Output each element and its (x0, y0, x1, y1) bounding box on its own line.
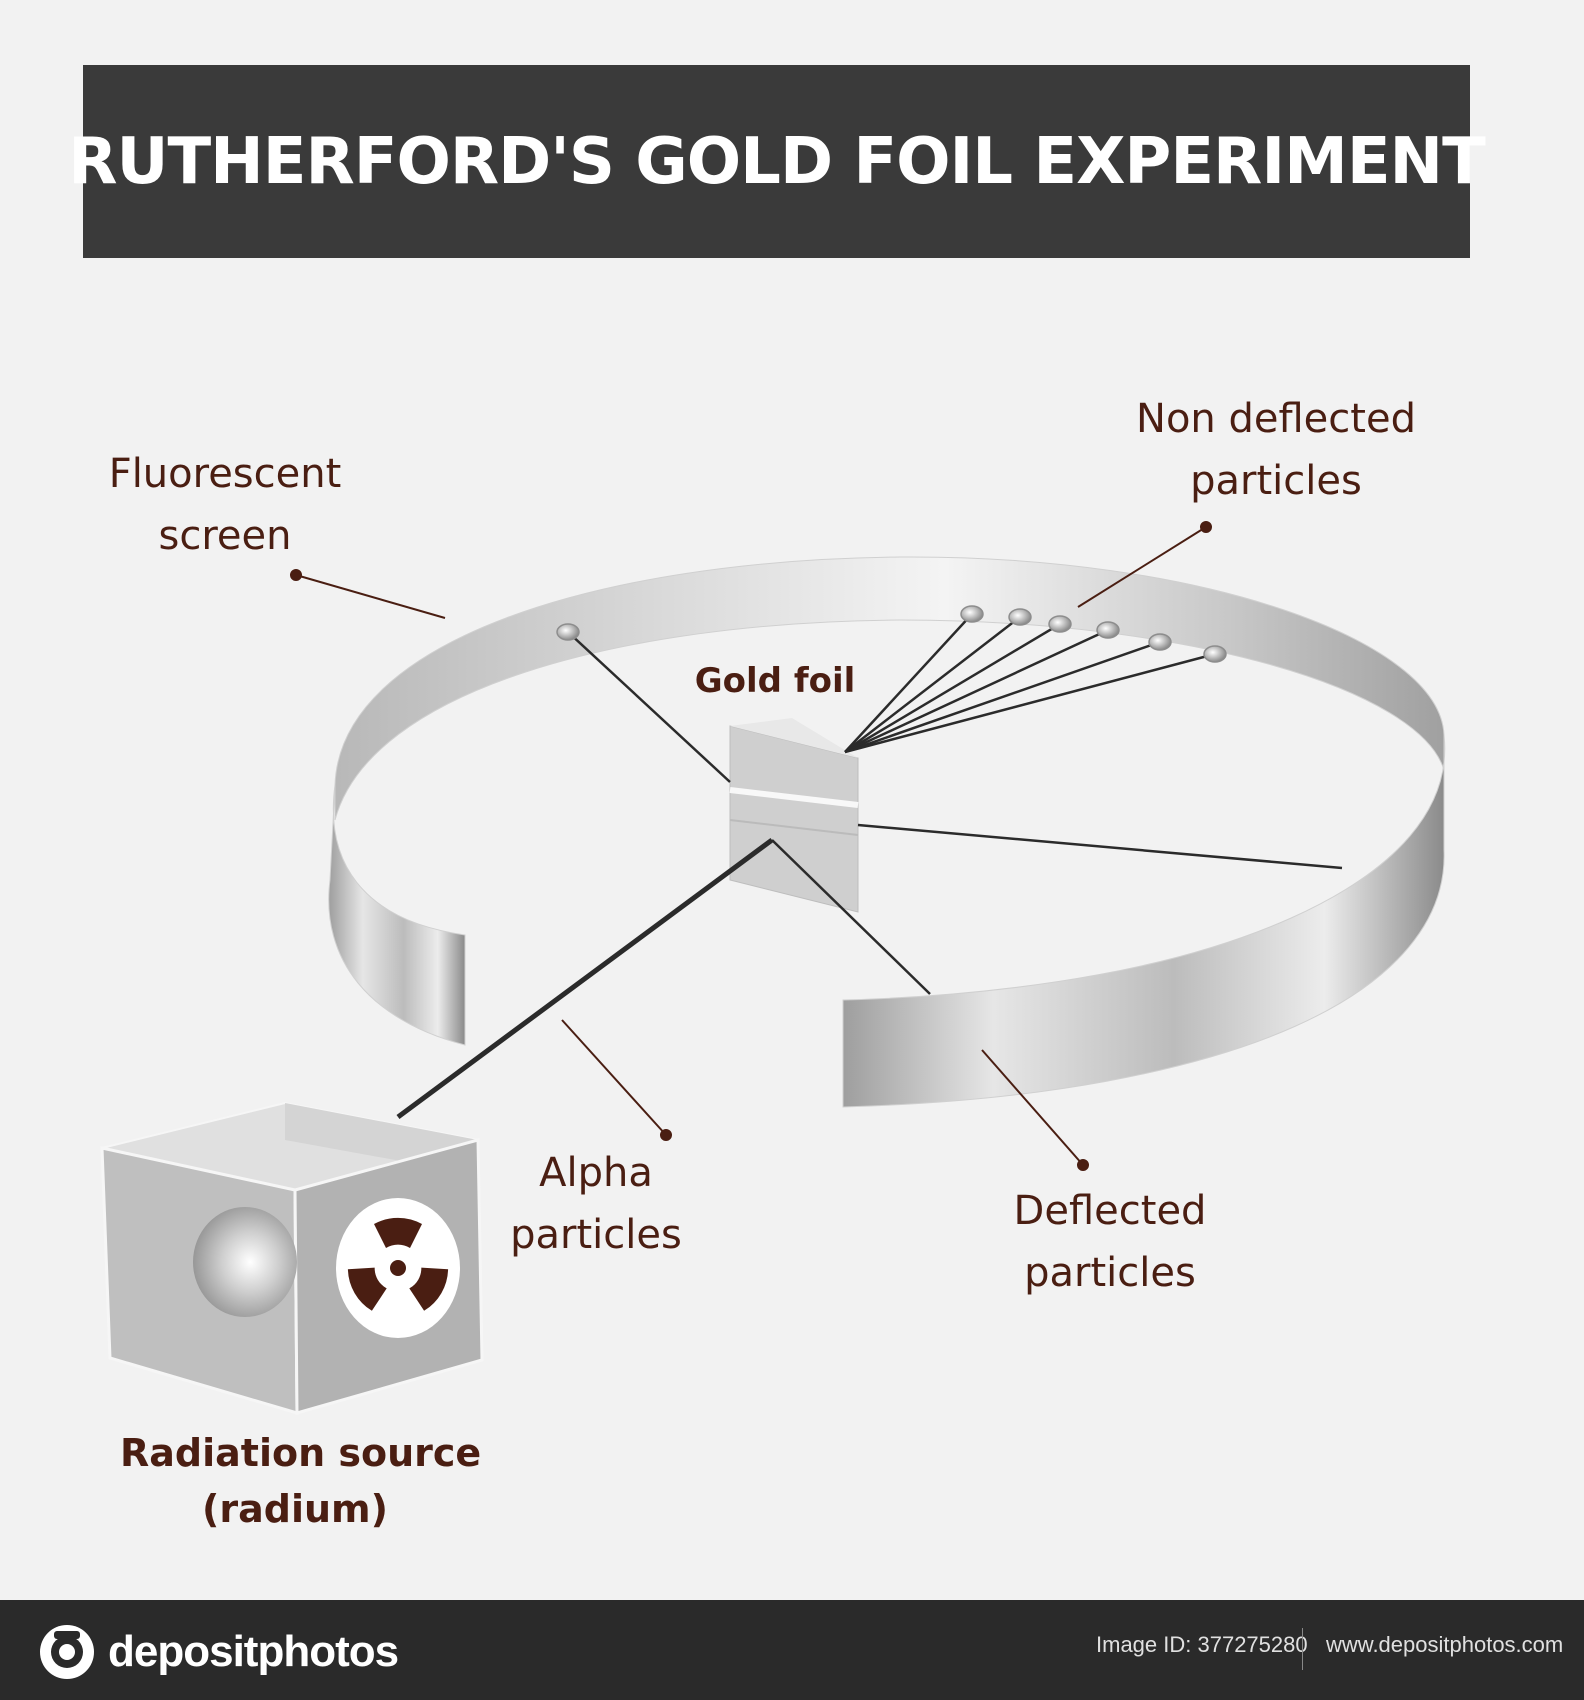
label-fluorescent-screen: Fluorescent screen (90, 443, 360, 567)
footer-bar: depositphotos Image ID: 377275280 www.de… (0, 1600, 1584, 1700)
radium-sphere (193, 1207, 297, 1317)
label-alpha-particles: Alpha particles (498, 1142, 694, 1266)
experiment-diagram (100, 521, 1446, 1416)
radiation-source-box (100, 1101, 484, 1416)
scintillation-spots (556, 605, 1227, 663)
alpha-beam (396, 837, 774, 1120)
label-alpha-line1: Alpha (539, 1150, 653, 1196)
label-radiation-source: Radiation source (radium) (120, 1425, 482, 1537)
diagram-title: RUTHERFORD'S GOLD FOIL EXPERIMENT (68, 124, 1485, 199)
label-alpha-line2: particles (510, 1212, 682, 1258)
radiation-symbol-icon (347, 1217, 449, 1311)
title-banner: RUTHERFORD'S GOLD FOIL EXPERIMENT (68, 65, 1486, 258)
label-fluorescent-screen-line1: Fluorescent (108, 451, 342, 497)
fluorescent-screen-right (842, 734, 1446, 1108)
label-deflected-line1: Deflected (1013, 1188, 1207, 1234)
label-fluorescent-screen-line2: screen (158, 513, 292, 559)
fluorescent-screen-left (328, 784, 466, 1046)
particle-tracks (567, 613, 1343, 995)
footer-divider (1302, 1628, 1303, 1670)
leader-lines (290, 521, 1212, 1171)
brand-name: depositphotos (108, 1627, 399, 1676)
site-url-link[interactable]: www.depositphotos.com (1326, 1632, 1564, 1657)
label-deflected-line2: particles (1024, 1250, 1196, 1296)
image-id: Image ID: 377275280 (1096, 1632, 1308, 1657)
label-source-line1: Radiation source (120, 1431, 482, 1475)
label-non-deflected: Non deflected particles (1116, 388, 1436, 512)
brand[interactable]: depositphotos (38, 1622, 399, 1682)
label-non-deflected-line1: Non deflected (1136, 396, 1416, 442)
label-gold-foil: Gold foil (694, 661, 856, 701)
gold-foil (729, 718, 859, 913)
fluorescent-screen-back (334, 556, 1445, 821)
label-source-line2: (radium) (202, 1487, 388, 1531)
camera-logo-icon (40, 1625, 94, 1679)
label-deflected-particles: Deflected particles (1002, 1180, 1218, 1304)
label-non-deflected-line2: particles (1190, 458, 1362, 504)
